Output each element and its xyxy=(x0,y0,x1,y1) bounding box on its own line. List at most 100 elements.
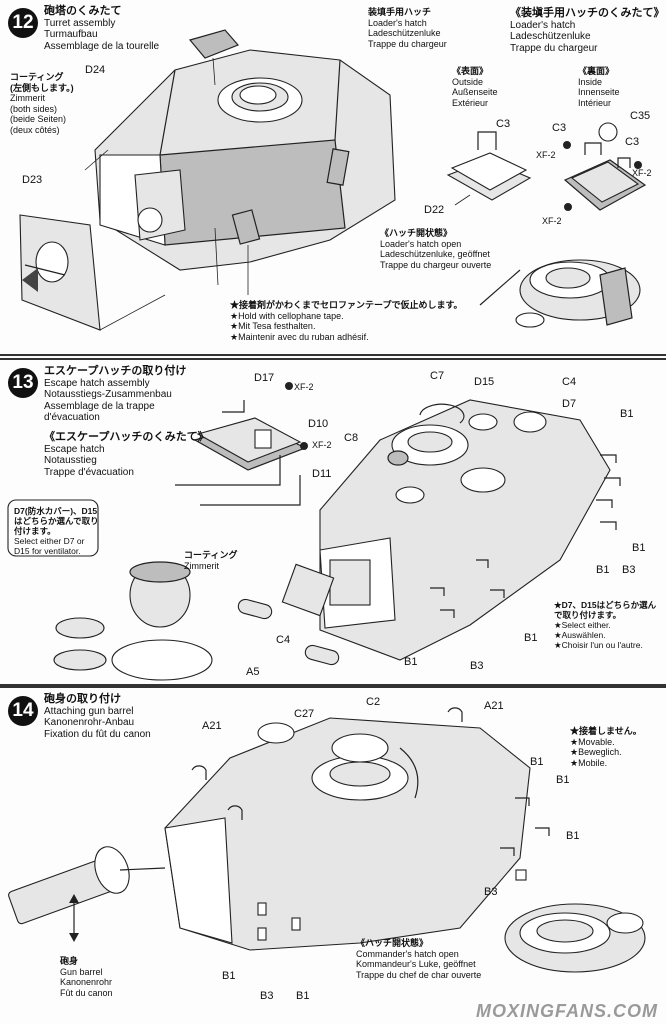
part-label: D17 xyxy=(254,372,275,384)
title-en: Turret assembly xyxy=(44,17,116,29)
note-jp: 《エスケープハッチのくみたて》 xyxy=(44,431,209,443)
note-de: Innenseite xyxy=(578,87,620,97)
inside-label: 《裏面》 Inside Innenseite Intérieur xyxy=(578,66,620,108)
note-de: Außenseite xyxy=(452,87,498,97)
note-en: Inside xyxy=(578,76,603,87)
note-fr: Fût du canon xyxy=(60,987,113,998)
note-jp: はどちらか選んで取り xyxy=(14,516,99,526)
note-jp: 装填手用ハッチ xyxy=(368,7,432,17)
note-jp: ★接着しません。 xyxy=(570,726,642,736)
part-label: D10 xyxy=(308,418,329,430)
part-label: B1 xyxy=(596,564,610,576)
part-label: C3 xyxy=(625,136,640,148)
escape-hatch-subtitle: 《エスケープハッチのくみたて》 Escape hatch Notausstieg… xyxy=(44,431,209,478)
step-title: エスケープハッチの取り付け Escape hatch assembly Nota… xyxy=(44,365,186,424)
title-en: Escape hatch assembly xyxy=(44,377,150,389)
outside-label: 《表面》 Outside Außenseite Extérieur xyxy=(452,66,498,108)
note-en: Gun barrel xyxy=(60,966,103,977)
title-fr2: d'évacuation xyxy=(44,412,100,423)
note-en: Zimmerit xyxy=(10,93,45,103)
part-label: C3 xyxy=(552,122,567,134)
note-jp: で取り付けます。 xyxy=(554,610,622,620)
escape-hatch-drawing xyxy=(7,382,621,681)
note-jp: 《表面》 xyxy=(452,66,489,76)
note-en: Escape hatch xyxy=(44,443,105,455)
note-en: Commander's hatch open xyxy=(356,948,459,959)
zimmerit-note: コーティング (左側もします。) Zimmerit (both sides) (… xyxy=(10,72,74,135)
part-label: D23 xyxy=(22,174,43,186)
part-label: B1 xyxy=(566,830,580,842)
note-jp: 付けます。 xyxy=(14,526,56,536)
part-label: B1 xyxy=(620,408,634,420)
title-de: Notausstiegs-Zusammenbau xyxy=(44,389,172,400)
part-label: A5 xyxy=(246,666,260,678)
part-label: C27 xyxy=(294,708,315,720)
note-de: Ladeschützenluke xyxy=(510,31,591,42)
part-label: C35 xyxy=(630,110,651,122)
note-en: Outside xyxy=(452,76,484,87)
note-de: Kanonenrohr xyxy=(60,977,113,987)
note-en: ★Movable. xyxy=(570,736,615,747)
note-fr: Trappe du chef de char ouverte xyxy=(356,969,482,980)
note-fr: Trappe du chargeur ouverte xyxy=(380,259,492,270)
commander-hatch-open-note: 《ハッチ開状態》 Commander's hatch open Kommande… xyxy=(356,938,481,980)
note-de: Ladeschützenluke xyxy=(368,28,441,38)
note-jp: D7(防水カバー)、D15 xyxy=(14,506,98,516)
part-label: D15 xyxy=(474,376,495,388)
note-fr: ★Choisir l'un ou l'autre. xyxy=(554,640,643,650)
note-jp: 《ハッチ開状態》 xyxy=(356,938,429,948)
part-label: C7 xyxy=(430,370,445,382)
note-en: ★Hold with cellophane tape. xyxy=(230,310,344,321)
note-en: ★Select either. xyxy=(554,620,611,630)
note-fr: (deux côtés) xyxy=(10,124,60,135)
zimmerit-note: コーティング Zimmerit xyxy=(184,550,237,571)
note-jp: 《裏面》 xyxy=(578,66,615,76)
part-label: A21 xyxy=(484,700,504,712)
paint-label: XF-2 xyxy=(536,150,556,160)
title-fr: Assemblage de la tourelle xyxy=(44,40,160,52)
note-en: Loader's hatch xyxy=(368,17,427,28)
part-label: B1 xyxy=(556,774,570,786)
note-jp: ★D7、D15はどちらか選ん xyxy=(554,600,657,610)
title-jp: 砲塔のくみたて xyxy=(44,5,122,17)
hatch-open-note: 《ハッチ開状態》 Loader's hatch open Ladeschütze… xyxy=(380,228,491,270)
part-label: C2 xyxy=(366,696,381,708)
note-en: Zimmerit xyxy=(184,560,219,571)
part-label: B1 xyxy=(296,990,310,1002)
step-number: 13 xyxy=(8,368,38,398)
turret-assembly-drawing xyxy=(19,29,647,331)
step-number: 12 xyxy=(8,8,38,38)
part-label: D7 xyxy=(562,398,577,410)
loader-hatch-assembly-note: 《装塡手用ハッチのくみたて》 Loader's hatch Ladeschütz… xyxy=(510,7,665,54)
movable-note: ★接着しません。 ★Movable. ★Beweglich. ★Mobile. xyxy=(570,726,642,768)
part-label: C4 xyxy=(562,376,577,388)
note-jp2: (左側もします。) xyxy=(10,82,74,93)
note-jp: 《装塡手用ハッチのくみたて》 xyxy=(510,7,665,19)
note-en2: (both sides) xyxy=(10,103,58,114)
note-de: (beide Seiten) xyxy=(10,114,67,124)
note-jp: 砲身 xyxy=(60,956,79,966)
part-label: B1 xyxy=(632,542,646,554)
part-label: A21 xyxy=(202,720,222,732)
title-fr: Assemblage de la trappe xyxy=(44,400,155,412)
note-jp: ★接着剤がかわくまでセロファンテープで仮止めします。 xyxy=(230,300,463,310)
step-14-panel: 14 砲身の取り付け Attaching gun barrel Kanonenr… xyxy=(0,686,666,1024)
step-title: 砲身の取り付け Attaching gun barrel Kanonenrohr… xyxy=(44,693,151,740)
note-de: ★Mit Tesa festhalten. xyxy=(230,321,316,331)
paint-label: XF-2 xyxy=(632,168,652,178)
note-jp: 《ハッチ開状態》 xyxy=(380,228,453,238)
note-en: Select either D7 or xyxy=(14,536,85,546)
part-label: C4 xyxy=(276,634,291,646)
step-12-panel: 12 砲塔のくみたて Turret assembly Turmaufbau As… xyxy=(0,0,666,356)
part-label: B1 xyxy=(530,756,544,768)
note-de: Ladeschützenluke, geöffnet xyxy=(380,249,490,259)
paint-label: XF-2 xyxy=(542,216,562,226)
note-fr: Intérieur xyxy=(578,97,612,108)
note-de: ★Auswählen. xyxy=(554,630,606,640)
note-fr: ★Maintenir avec du ruban adhésif. xyxy=(230,331,369,342)
title-en: Attaching gun barrel xyxy=(44,705,134,717)
part-label: B3 xyxy=(484,886,498,898)
note-jp: コーティング xyxy=(184,550,238,560)
note-fr: Trappe du chargeur xyxy=(368,38,447,49)
